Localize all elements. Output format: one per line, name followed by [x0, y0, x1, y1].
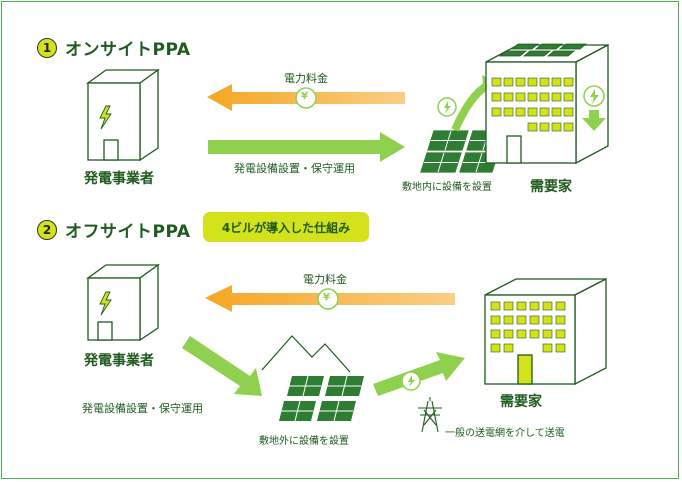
- section1-site-label: 敷地内に設備を設置: [402, 182, 492, 193]
- transmit-arrow: [373, 352, 465, 396]
- install-arrow-2: [182, 336, 262, 396]
- install-arrow-1: [208, 132, 405, 162]
- section1-yen: ¥: [301, 91, 308, 102]
- provider-building-2: [85, 263, 161, 342]
- section2-grid-label: 一般の送電網を介して送電: [445, 428, 565, 439]
- section2-site-label: 敷地外に設備を設置: [259, 436, 349, 447]
- section2-fee-label: 電力料金: [303, 273, 347, 286]
- section2-provider-label: 発電事業者: [84, 353, 154, 369]
- section2-yen: ¥: [323, 292, 330, 303]
- lightning-icon-2: [99, 291, 112, 316]
- yen-icon-2: [317, 288, 339, 310]
- rooftop-panels-1: [498, 43, 588, 57]
- section1-header: 1 オンサイトPPA: [37, 35, 191, 60]
- solar-panel-icon-2: [279, 375, 364, 422]
- section1-install-label: 発電設備設置・保守運用: [234, 162, 355, 175]
- section1-consumer-label: 需要家: [530, 179, 572, 195]
- provider-building-1: [85, 68, 161, 162]
- section1-number: 1: [37, 37, 57, 58]
- section2-install-label: 発電設備設置・保守運用: [82, 402, 203, 415]
- section2-badge: 4ビルが導入した仕組み: [203, 212, 369, 242]
- down-arrow-icon: [582, 85, 606, 131]
- section2-header: 2 オフサイトPPA: [37, 217, 191, 242]
- windows-2: [490, 301, 566, 353]
- section2-consumer-label: 需要家: [500, 394, 542, 410]
- windows-1: [491, 77, 574, 132]
- section2-title: オフサイトPPA: [65, 222, 191, 242]
- section1-title: オンサイトPPA: [65, 40, 191, 60]
- curved-arrow-1: [451, 81, 491, 132]
- lightning-badge-2: [401, 371, 421, 391]
- lightning-badge-1: [437, 97, 457, 117]
- section2-number: 2: [37, 219, 57, 240]
- lightning-icon: [99, 105, 112, 130]
- section1-fee-label: 電力料金: [284, 72, 328, 85]
- section1-provider-label: 発電事業者: [84, 171, 154, 187]
- mountain-icon: [261, 335, 351, 373]
- transmission-tower-icon: [418, 397, 442, 433]
- yen-icon: [295, 87, 317, 109]
